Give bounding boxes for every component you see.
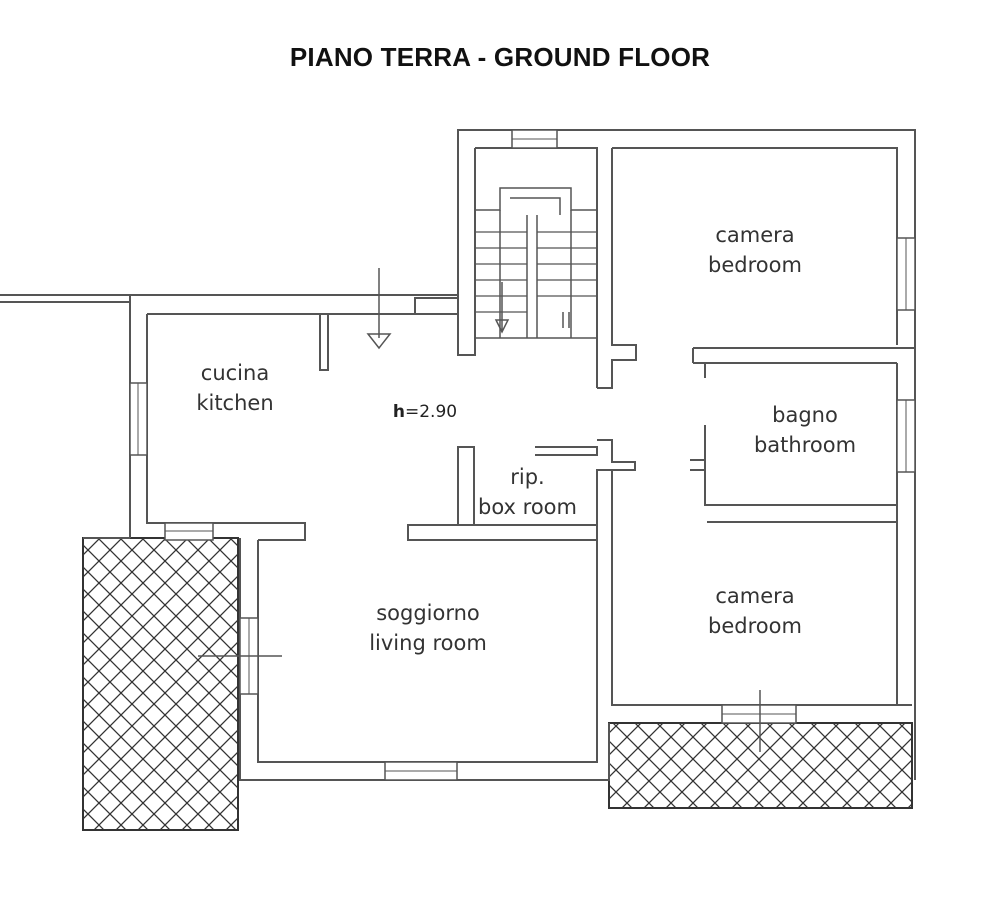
ceiling-height-label: h=2.90 <box>392 402 458 422</box>
terrace-left <box>82 537 239 831</box>
staircase <box>475 187 597 339</box>
bedroom-top-bottom-wall <box>692 347 915 378</box>
stair-arrows <box>494 282 570 334</box>
window-glazing <box>137 138 907 772</box>
wall-left-inner <box>146 314 306 541</box>
bathroom-walls <box>690 363 898 523</box>
bedroom-top-wall <box>597 148 637 389</box>
section-markers <box>198 655 761 752</box>
stair-treads <box>475 231 597 313</box>
stair-wall <box>457 130 476 356</box>
plan-title: PIANO TERRA - GROUND FLOOR <box>289 42 711 72</box>
room-label-box-room: rip.box room <box>478 465 577 519</box>
entrance-arrow-icon <box>366 268 392 350</box>
kitchen-partition <box>319 314 329 371</box>
stair-left-jamb <box>414 297 459 315</box>
boundary-line <box>0 294 130 303</box>
